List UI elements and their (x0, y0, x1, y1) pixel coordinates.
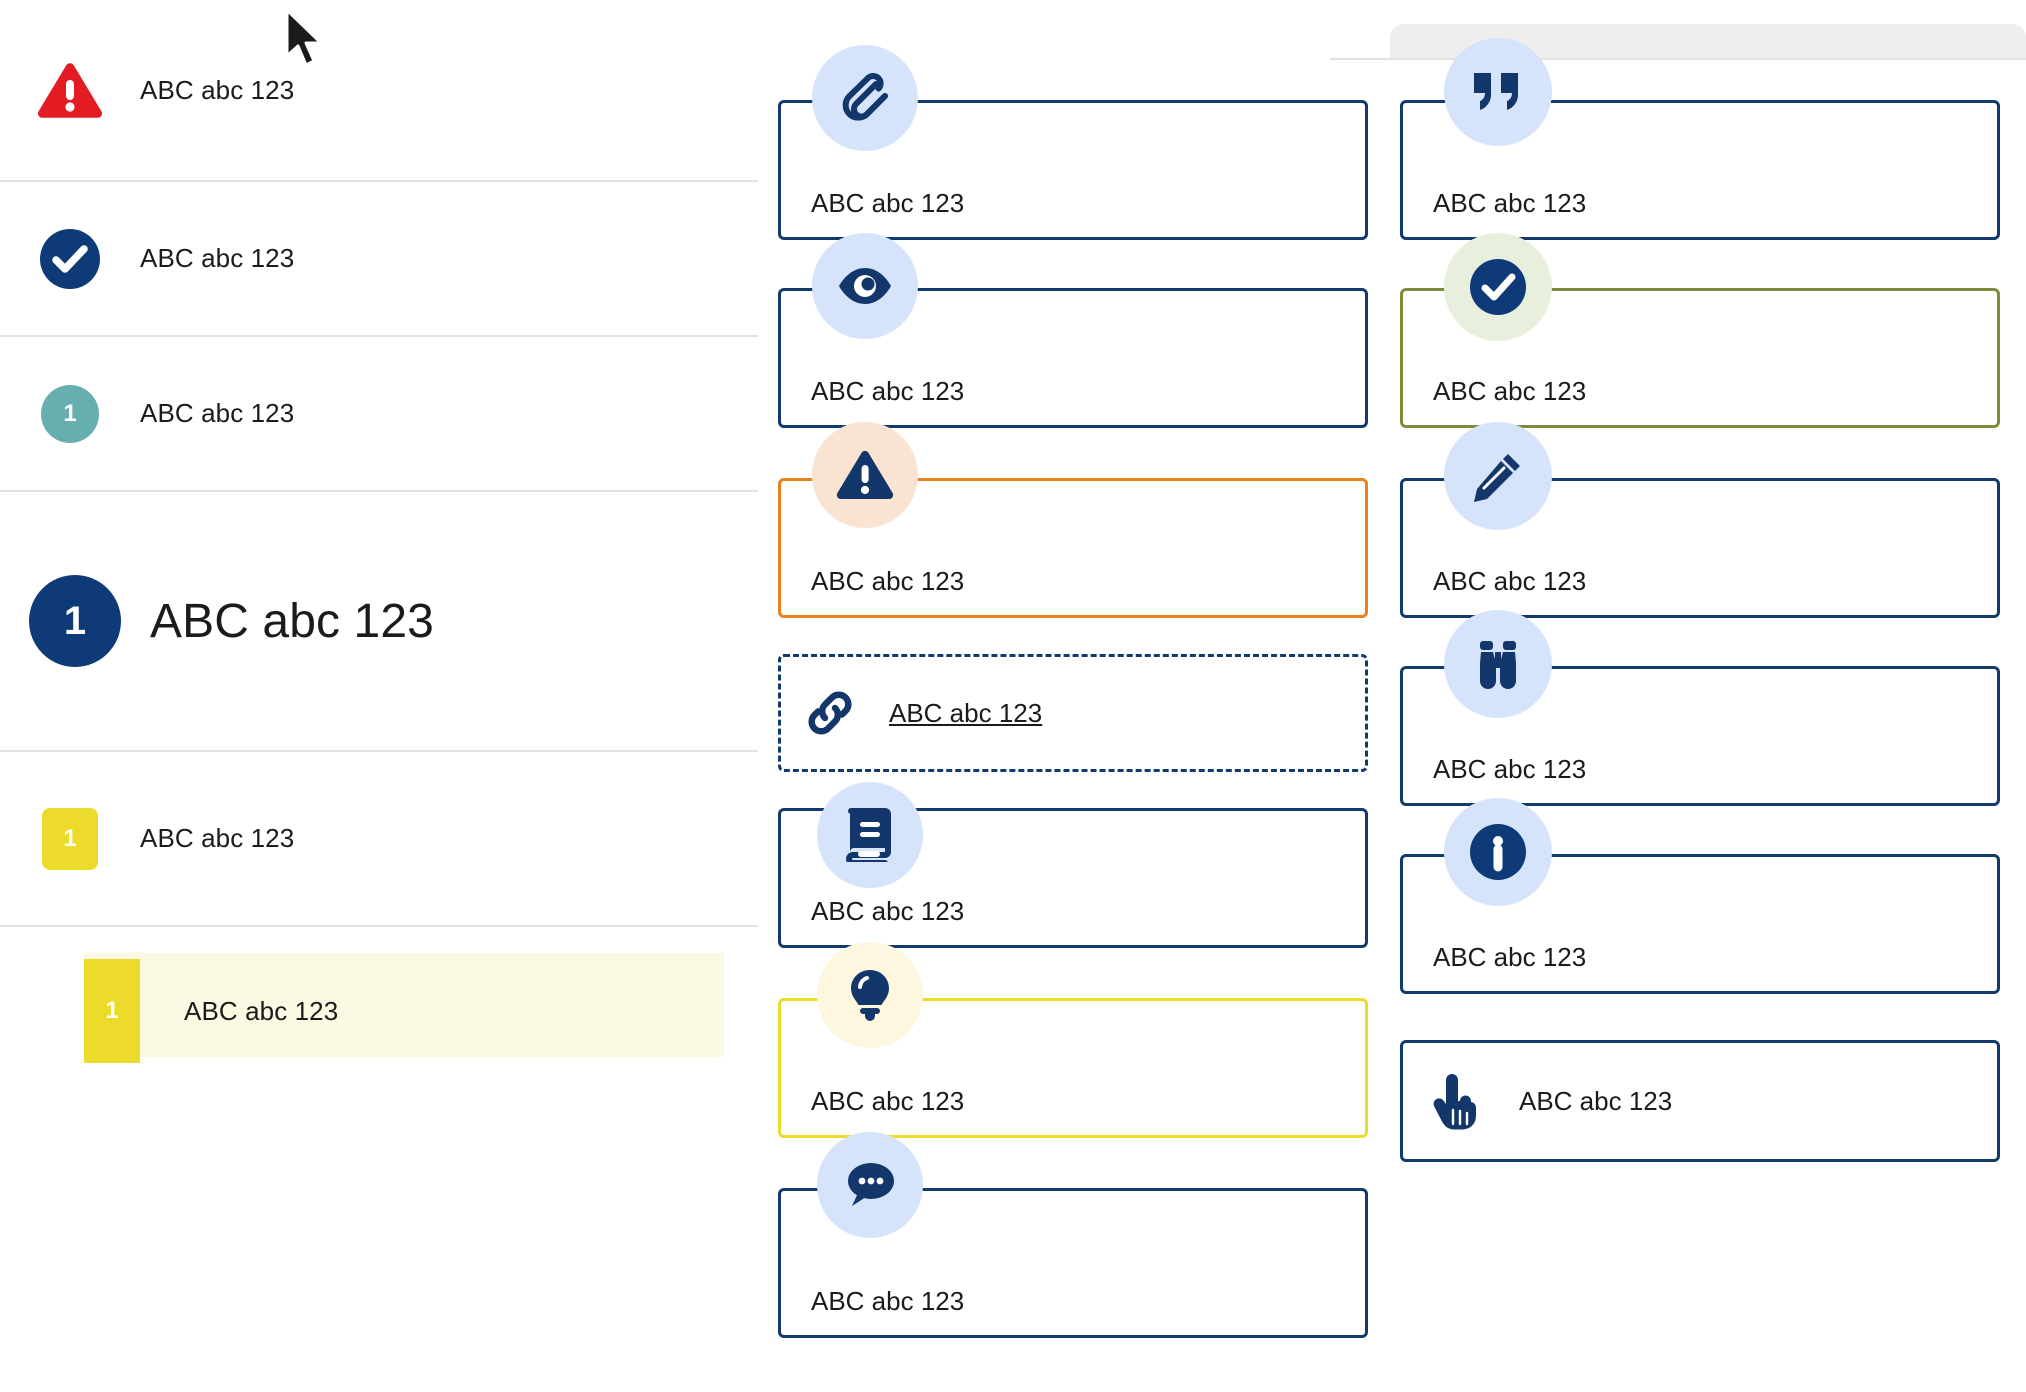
badge-number: 1 (63, 824, 77, 852)
number-circle-icon: 1 (0, 384, 140, 443)
card-eye[interactable]: ABC abc 123 (778, 288, 1368, 428)
left-list: ABC abc 123 ABC abc 123 1 (0, 0, 758, 1095)
card-label: ABC abc 123 (1433, 566, 1587, 596)
book-icon (817, 782, 923, 888)
pencil-icon (1444, 422, 1552, 530)
list-item-label: ABC abc 123 (140, 823, 295, 853)
list-item-label: ABC abc 123 (150, 594, 434, 648)
pointing-hand-icon (1427, 1070, 1483, 1132)
card-pointer[interactable]: ABC abc 123 (1400, 1040, 2000, 1162)
list-item[interactable]: 1 ABC abc 123 (0, 490, 758, 750)
check-circle-icon (1444, 233, 1552, 341)
warning-icon (812, 422, 918, 528)
list-item-label: ABC abc 123 (140, 398, 295, 428)
card-paperclip[interactable]: ABC abc 123 (778, 100, 1368, 240)
comment-icon (817, 1132, 923, 1238)
card-label: ABC abc 123 (1433, 376, 1587, 406)
card-link-label[interactable]: ABC abc 123 (889, 697, 1043, 728)
card-success[interactable]: ABC abc 123 (1400, 288, 2000, 428)
check-circle-icon (0, 228, 140, 289)
card-label: ABC abc 123 (811, 376, 965, 406)
number-tab-icon: 1 (0, 959, 140, 1063)
list-item-highlight (84, 953, 724, 1057)
mouse-pointer-icon (283, 8, 329, 77)
badge-number: 1 (63, 399, 77, 427)
card-label: ABC abc 123 (811, 1086, 965, 1116)
list-item-label: ABC abc 123 (184, 995, 339, 1026)
list-item[interactable]: 1 ABC abc 123 (0, 925, 758, 1095)
binoculars-icon (1444, 610, 1552, 718)
list-item[interactable]: ABC abc 123 (0, 180, 758, 335)
list-item-label: ABC abc 123 (140, 243, 295, 273)
list-item[interactable]: 1 ABC abc 123 (0, 750, 758, 925)
number-circle-icon: 1 (0, 575, 150, 667)
card-label: ABC abc 123 (1433, 942, 1587, 972)
info-icon (1444, 798, 1552, 906)
badge-number: 1 (63, 598, 87, 643)
card-label: ABC abc 123 (1519, 1085, 1673, 1116)
list-item-label: ABC abc 123 (140, 74, 295, 105)
link-icon (803, 686, 857, 740)
paperclip-icon (812, 45, 918, 151)
card-label: ABC abc 123 (811, 1286, 965, 1316)
alert-triangle-icon (0, 61, 140, 119)
card-label: ABC abc 123 (1433, 188, 1587, 218)
number-square-icon: 1 (0, 807, 140, 870)
list-item[interactable]: ABC abc 123 (0, 0, 758, 180)
list-item[interactable]: 1 ABC abc 123 (0, 335, 758, 490)
card-quote[interactable]: ABC abc 123 (1400, 100, 2000, 240)
card-label: ABC abc 123 (1433, 754, 1587, 784)
quote-icon (1444, 38, 1552, 146)
top-right-panel-edge (1330, 58, 2026, 60)
card-label: ABC abc 123 (811, 896, 965, 926)
card-label: ABC abc 123 (811, 566, 965, 596)
card-label: ABC abc 123 (811, 188, 965, 218)
badge-number: 1 (105, 997, 119, 1024)
eye-icon (812, 233, 918, 339)
card-link[interactable]: ABC abc 123 (778, 654, 1368, 772)
lightbulb-icon (817, 942, 923, 1048)
